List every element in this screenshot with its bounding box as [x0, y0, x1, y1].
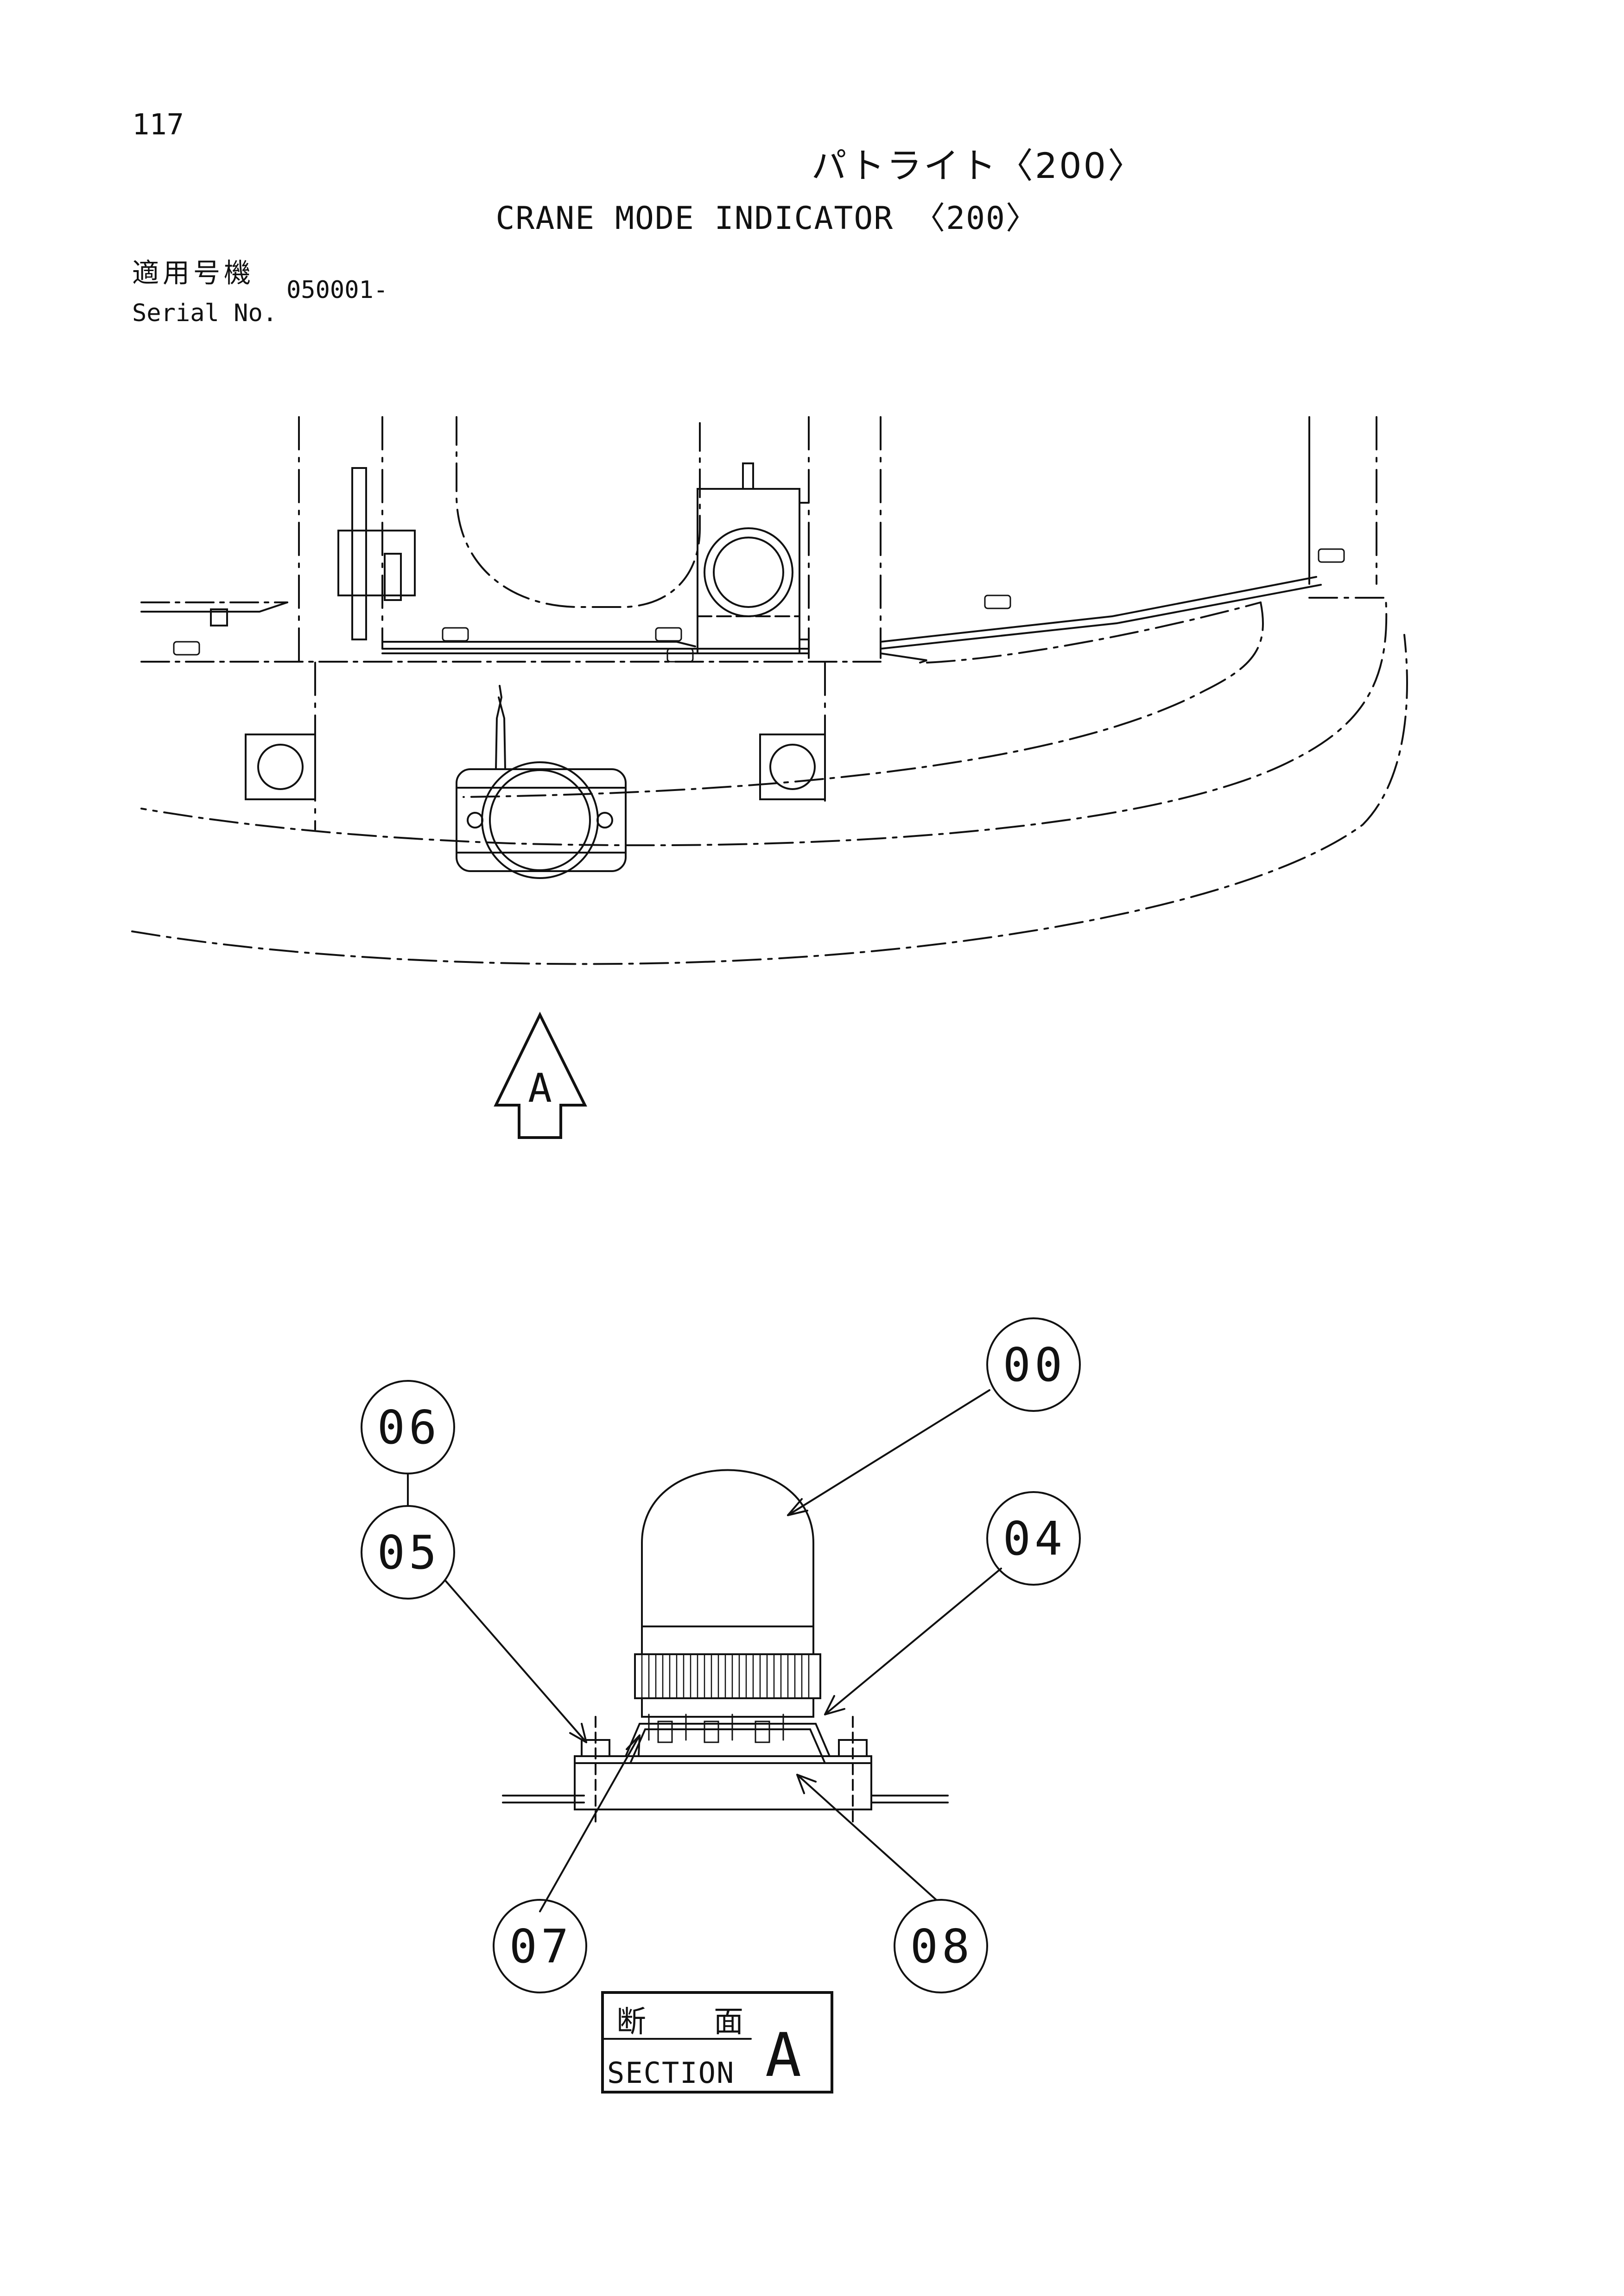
callouts: 00 04 06 05 07 08	[361, 1317, 1081, 1993]
serial-number-range: 050001-	[286, 276, 388, 304]
title-english: CRANE MODE INDICATOR 〈200〉	[495, 200, 1038, 237]
section-view	[502, 1469, 949, 1824]
title-japanese: パトライト〈200〉	[811, 145, 1145, 186]
section-label-box: 断 面 SECTION A	[601, 1991, 833, 2094]
serial-label-english: Serial No.	[132, 299, 278, 327]
view-arrow-label: A	[528, 1065, 552, 1112]
section-label-ja-1: 断	[616, 2005, 646, 2039]
callout-00-label: 00	[1003, 1338, 1066, 1392]
section-label-ja-2: 面	[714, 2005, 743, 2039]
callout-08-label: 08	[910, 1919, 973, 1973]
view-arrow-a: A	[494, 1012, 587, 1139]
top-view	[131, 416, 1408, 965]
callout-07-label: 07	[509, 1919, 572, 1973]
callout-00-circle	[986, 1317, 1081, 1412]
page-number: 117	[132, 108, 184, 141]
callout-04-label: 04	[1003, 1512, 1066, 1566]
callout-06-label: 06	[377, 1400, 440, 1455]
callout-04-circle	[986, 1491, 1081, 1586]
callout-07-circle	[493, 1899, 587, 1993]
callout-05-label: 05	[377, 1525, 440, 1580]
serial-label-japanese: 適用号機	[132, 257, 255, 289]
section-letter: A	[765, 2020, 801, 2090]
callout-08-circle	[894, 1899, 988, 1993]
callout-06-circle	[361, 1380, 455, 1474]
callout-05-circle	[361, 1505, 455, 1600]
section-label-en: SECTION	[607, 2056, 735, 2090]
